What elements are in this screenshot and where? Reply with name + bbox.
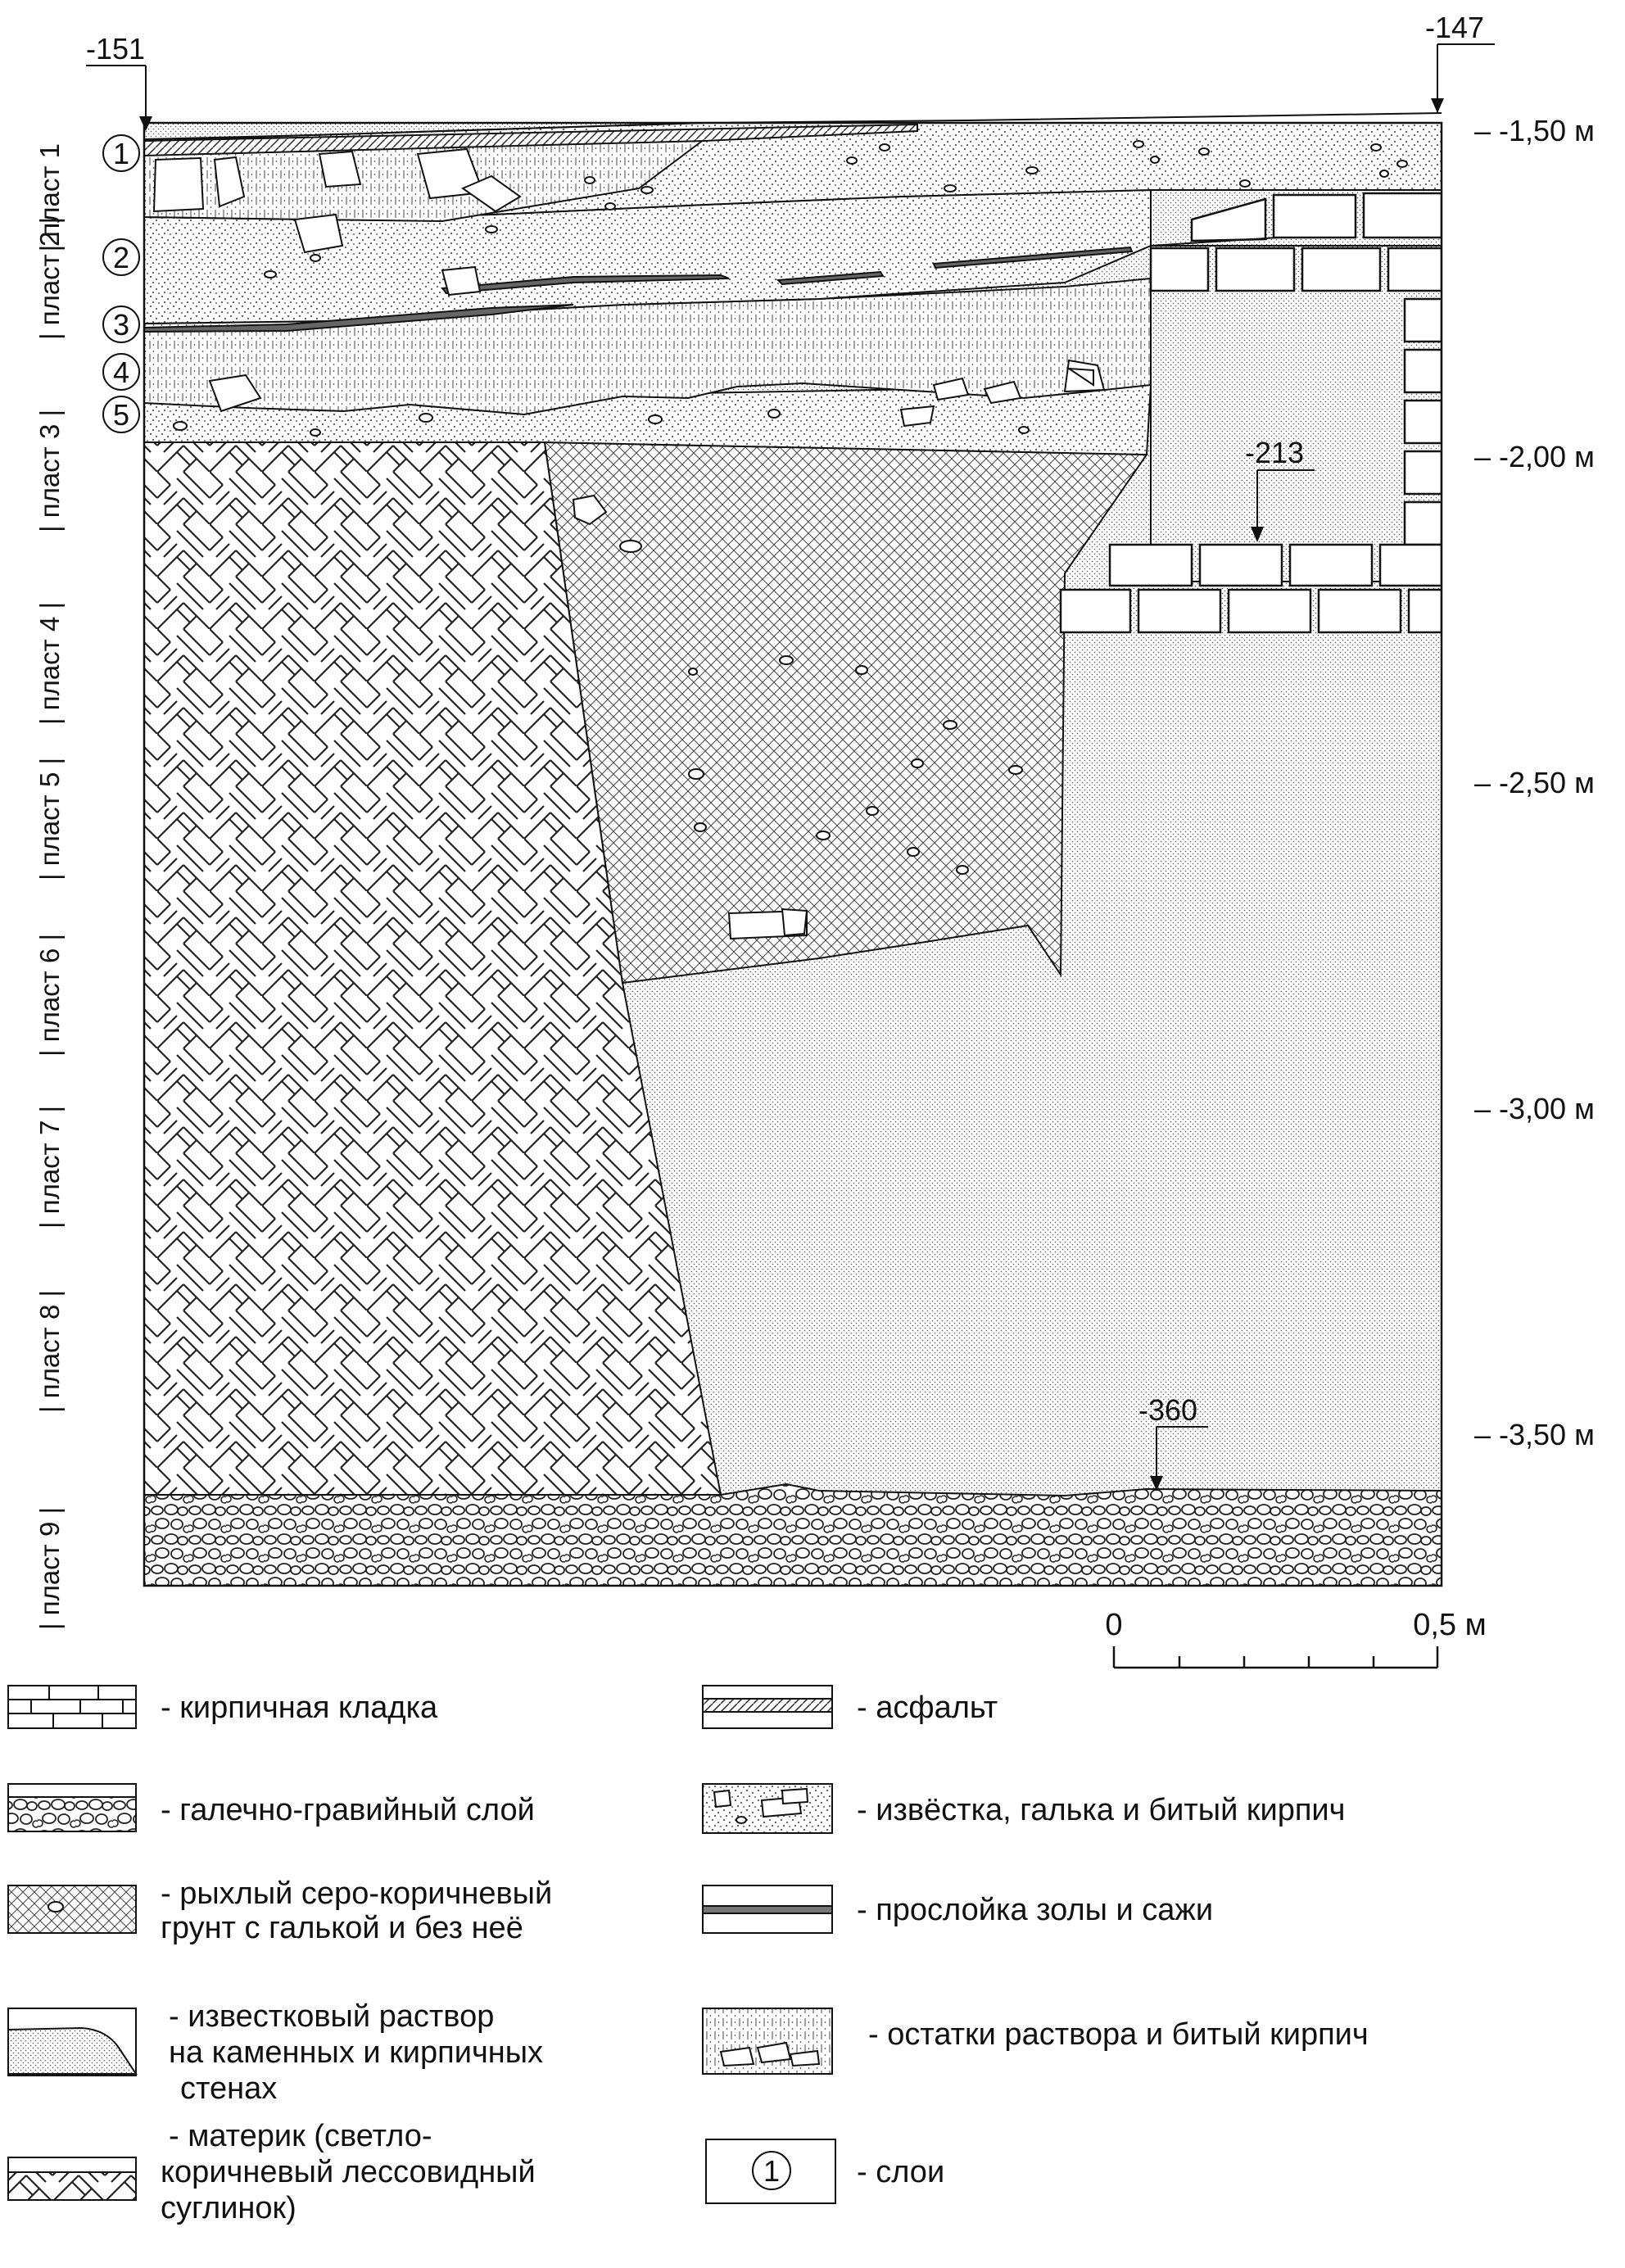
plast-label: | пласт 7 | bbox=[34, 1106, 65, 1229]
datum-label: -213 bbox=[1245, 436, 1304, 469]
svg-text:2: 2 bbox=[113, 241, 129, 274]
section-body bbox=[144, 123, 1442, 1586]
legend-label: стенах bbox=[180, 2071, 277, 2106]
legend-label: - прослойка золы и сажи bbox=[857, 1893, 1213, 1927]
svg-text:4: 4 bbox=[113, 355, 129, 389]
asphalt-strip bbox=[144, 123, 918, 157]
arrow-down-icon bbox=[139, 116, 152, 131]
plast-label: | пласт 4 | bbox=[34, 602, 65, 725]
plast-label: | пласт 2 | bbox=[34, 217, 65, 340]
legend-label: грунт с галькой и без неё bbox=[161, 1911, 523, 1945]
legend-item-loose-soil: - рыхлый серо-коричневый грунт с галькой… bbox=[7, 1876, 552, 1945]
scale-start-label: 0 bbox=[1105, 1608, 1122, 1642]
datum-mark-top-left: -151 bbox=[86, 32, 152, 131]
plast-label: | пласт 6 | bbox=[34, 934, 65, 1057]
plast-label: | пласт 8 | bbox=[34, 1290, 65, 1413]
arrow-down-icon bbox=[1150, 1476, 1163, 1491]
legend-label: - рыхлый серо-коричневый bbox=[161, 1876, 552, 1911]
datum-mark-top-right: -147 bbox=[1425, 11, 1495, 113]
scale-bar: 0 0,5 м bbox=[1105, 1608, 1487, 1669]
datum-mark-bottom: -360 bbox=[1138, 1393, 1208, 1491]
legend-item-brick: - кирпичная кладка bbox=[7, 1685, 438, 1729]
brick-wall bbox=[1059, 192, 1442, 634]
legend-item-ash: - прослойка золы и сажи bbox=[702, 1885, 1213, 1934]
depth-label: – -3,50 м bbox=[1474, 1418, 1595, 1451]
layer-marker-1: 1 bbox=[102, 134, 140, 172]
legend-label: - слои bbox=[857, 2155, 944, 2189]
depth-label: – -1,50 м bbox=[1474, 114, 1595, 147]
legend-item-lime-rubble: - извёстка, галька и битый кирпич bbox=[702, 1783, 1345, 1834]
legend-item-layers: 1 - слои bbox=[705, 2139, 944, 2204]
plast-label: | пласт 1 bbox=[34, 143, 65, 251]
plast-label: | пласт 3 | bbox=[34, 410, 65, 532]
datum-label: -147 bbox=[1425, 11, 1484, 44]
depth-scale: – -1,50 м – -2,00 м – -2,50 м – -3,00 м … bbox=[1474, 114, 1595, 1451]
legend-label: - материк (светло- bbox=[169, 2119, 432, 2153]
arrow-down-icon bbox=[1431, 98, 1444, 113]
plast-label: | пласт 5 | bbox=[34, 758, 65, 880]
datum-label: -151 bbox=[86, 32, 145, 66]
loose-soil-area bbox=[543, 441, 1148, 985]
brick-swatch bbox=[7, 1685, 137, 1729]
ash-lenses bbox=[144, 246, 1134, 333]
legend-label: - остатки раствора и битый кирпич bbox=[868, 2017, 1369, 2052]
layer-marker-2: 2 bbox=[102, 238, 140, 276]
legend-item-gravel: - галечно-гравийный слой bbox=[7, 1783, 535, 1832]
brick-footing-backfill bbox=[1150, 245, 1442, 582]
layer-marker-4: 4 bbox=[102, 353, 140, 391]
legend-item-natural-loam: - материк (светло- коричневый лессовидны… bbox=[7, 2119, 536, 2225]
depth-label: – -3,00 м bbox=[1474, 1092, 1595, 1125]
legend-label: - кирпичная кладка bbox=[161, 1691, 438, 1725]
legend-item-lime-mortar: - известковый раствор на каменных и кирп… bbox=[7, 1999, 543, 2106]
legend-label: - асфальт bbox=[857, 1691, 998, 1725]
brick-top-line bbox=[1150, 237, 1279, 247]
surface-line bbox=[143, 112, 1442, 142]
legend-item-asphalt: - асфальт bbox=[702, 1685, 998, 1729]
upper-stones bbox=[152, 140, 1408, 437]
legend: - кирпичная кладка - асфальт - галечно-г… bbox=[7, 1685, 1369, 2225]
scale-end-label: 0,5 м bbox=[1413, 1608, 1487, 1642]
loose-soil-swatch bbox=[7, 1885, 137, 1934]
depth-label: – -2,50 м bbox=[1474, 766, 1595, 799]
gravel-layer bbox=[144, 1483, 1442, 1586]
legend-label: - извёстка, галька и битый кирпич bbox=[857, 1793, 1345, 1827]
legend-item-mortar-remains: - остатки раствора и битый кирпич bbox=[702, 2008, 1369, 2075]
svg-text:5: 5 bbox=[113, 398, 129, 432]
layer-marker-3: 3 bbox=[102, 306, 140, 343]
legend-label: - галечно-гравийный слой bbox=[161, 1793, 535, 1827]
datum-label: -360 bbox=[1138, 1393, 1197, 1427]
legend-label: на каменных и кирпичных bbox=[169, 2035, 543, 2070]
legend-label: - известковый раствор bbox=[169, 1999, 494, 2034]
legend-label: коричневый лессовидный bbox=[161, 2155, 536, 2189]
svg-text:1: 1 bbox=[113, 137, 129, 170]
layer-example-number: 1 bbox=[763, 2154, 780, 2188]
plast-label: | пласт 9 | bbox=[34, 1507, 65, 1630]
depth-label: – -2,00 м bbox=[1474, 440, 1595, 473]
arrow-down-icon bbox=[1251, 527, 1264, 542]
datum-mark-brick: -213 bbox=[1245, 436, 1315, 542]
legend-label: суглинок) bbox=[161, 2191, 296, 2225]
layer-number-markers: 1 2 3 4 5 bbox=[102, 134, 140, 433]
svg-text:3: 3 bbox=[113, 308, 129, 342]
loose-soil-stones bbox=[572, 494, 1023, 940]
layer-marker-5: 5 bbox=[102, 396, 140, 433]
plast-labels: | пласт 1 | пласт 2 | | пласт 3 | | плас… bbox=[34, 143, 65, 1630]
section-frame bbox=[143, 121, 1443, 1587]
